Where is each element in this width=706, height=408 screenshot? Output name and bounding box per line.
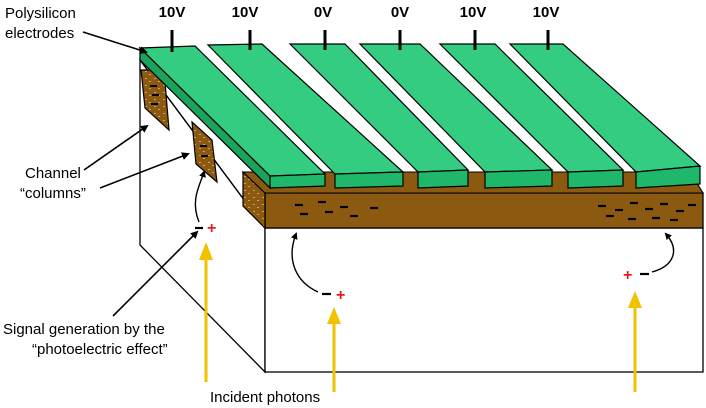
charge-pair-mid: + xyxy=(290,232,345,304)
arrow-up-icon xyxy=(327,307,341,392)
arrow-up-icon xyxy=(199,242,213,382)
arrow-up-icon xyxy=(628,291,642,392)
electrode-6 xyxy=(508,43,702,189)
electron-cluster-left xyxy=(295,200,378,218)
substrate-front-face xyxy=(264,227,704,373)
voltage-label-1: 10V xyxy=(159,4,186,21)
channel-label-line1: Channel xyxy=(25,165,81,182)
electrode-pins xyxy=(170,30,550,52)
signal-pointer xyxy=(112,230,199,317)
electrodes-pointer xyxy=(82,31,148,54)
svg-text:+: + xyxy=(623,267,632,284)
signal-label-line2: “photoelectric effect” xyxy=(32,341,168,358)
electrodes-label-line1: Polysilicon xyxy=(5,5,76,22)
voltage-label-2: 10V xyxy=(232,4,259,21)
electrode-2 xyxy=(206,43,405,189)
channel-column-1 xyxy=(140,69,170,132)
channel-label-line2: “columns” xyxy=(20,185,86,202)
voltage-label-5: 10V xyxy=(460,4,487,21)
electrode-3 xyxy=(288,43,470,189)
svg-text:+: + xyxy=(336,287,345,304)
voltage-label-3: 0V xyxy=(314,4,332,21)
voltage-label-6: 10V xyxy=(533,4,560,21)
electrodes-label-line2: electrodes xyxy=(5,25,74,42)
electron-cluster-right xyxy=(598,201,696,222)
voltage-labels: 10V 10V 0V 0V 10V 10V xyxy=(159,4,560,21)
substrate xyxy=(139,58,704,374)
signal-label-line1: Signal generation by the xyxy=(3,321,165,338)
voltage-label-4: 0V xyxy=(391,4,409,21)
channel-column-2 xyxy=(191,120,218,184)
electrode-1 xyxy=(138,45,327,190)
svg-text:+: + xyxy=(207,220,216,237)
channel-front xyxy=(264,192,704,229)
channel-pointer-1 xyxy=(83,124,149,171)
charge-pair-right: + xyxy=(623,232,675,284)
charge-pair-left: + xyxy=(194,170,216,237)
electrode-5 xyxy=(438,43,625,189)
channel-pointer-2 xyxy=(99,152,190,189)
photons-label: Incident photons xyxy=(210,389,320,406)
